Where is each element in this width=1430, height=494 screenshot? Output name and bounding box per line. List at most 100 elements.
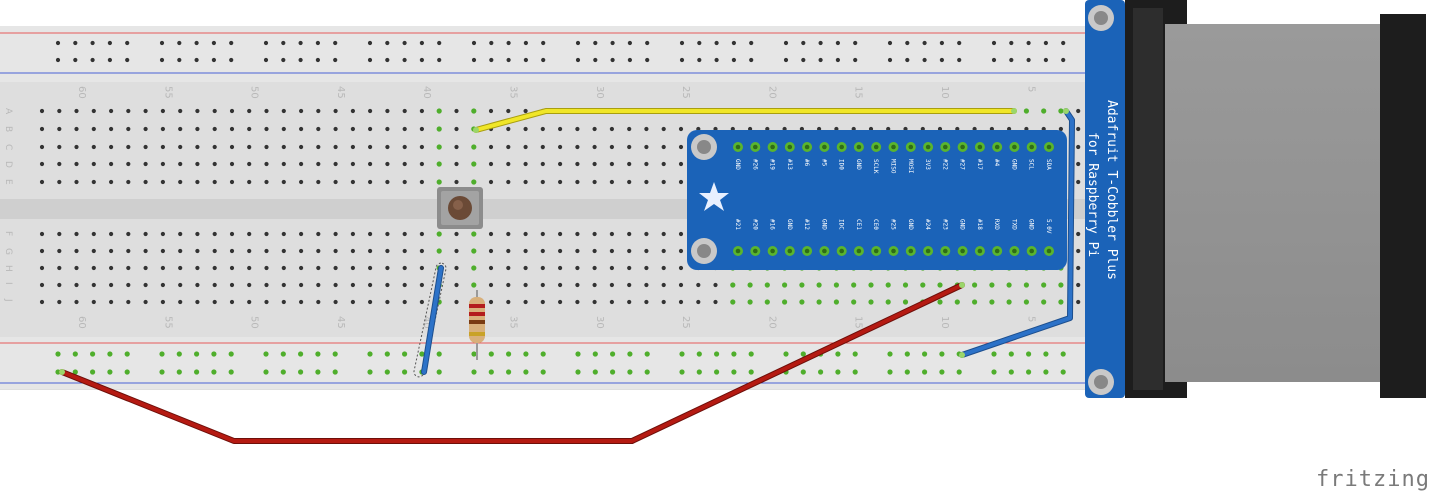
column-number: 25 bbox=[680, 86, 691, 99]
breadboard-hole bbox=[627, 248, 632, 254]
breadboard-hole bbox=[91, 299, 96, 305]
breadboard-hole bbox=[1076, 282, 1081, 288]
breadboard-hole bbox=[368, 108, 373, 114]
breadboard-hole bbox=[195, 126, 200, 132]
breadboard-hole bbox=[39, 265, 45, 271]
breadboard-hole bbox=[299, 126, 304, 132]
rail-hole bbox=[679, 57, 685, 63]
rail-hole bbox=[419, 57, 424, 63]
rail-hole bbox=[333, 40, 338, 46]
breadboard-hole bbox=[178, 248, 183, 254]
breadboard-hole bbox=[143, 108, 148, 114]
breadboard-hole bbox=[402, 231, 407, 237]
breadboard-hole bbox=[713, 282, 718, 288]
breadboard-hole bbox=[558, 231, 563, 237]
breadboard-hole bbox=[419, 248, 424, 254]
rail-hole bbox=[90, 351, 96, 357]
breadboard-hole bbox=[212, 265, 217, 271]
cobbler-pin-label-top: GND bbox=[734, 159, 741, 170]
breadboard-hole bbox=[937, 282, 943, 288]
breadboard-hole bbox=[454, 248, 459, 254]
breadboard-hole bbox=[609, 299, 615, 305]
breadboard-hole bbox=[506, 161, 511, 167]
breadboard-hole bbox=[661, 126, 666, 132]
breadboard-hole bbox=[488, 108, 494, 114]
breadboard-hole bbox=[627, 179, 632, 185]
rail-hole bbox=[610, 369, 616, 375]
rail-hole bbox=[731, 40, 737, 46]
breadboard-hole bbox=[281, 248, 286, 254]
breadboard-hole bbox=[402, 282, 407, 288]
breadboard-hole bbox=[678, 282, 684, 288]
breadboard-hole bbox=[350, 126, 355, 132]
breadboard-hole bbox=[109, 265, 114, 271]
breadboard-hole bbox=[91, 265, 96, 271]
cobbler-pin-label-top: #27 bbox=[959, 159, 966, 170]
column-number: 60 bbox=[76, 86, 87, 99]
breadboard-hole bbox=[419, 179, 424, 185]
rail-hole bbox=[298, 40, 303, 46]
breadboard-hole bbox=[247, 282, 252, 288]
rail-hole bbox=[523, 57, 529, 63]
rail-hole bbox=[627, 40, 633, 46]
breadboard-hole bbox=[39, 179, 45, 185]
rail-hole bbox=[489, 57, 494, 63]
rail-hole bbox=[402, 57, 407, 63]
rail-hole bbox=[835, 369, 841, 375]
breadboard-hole bbox=[333, 231, 338, 237]
rail-hole bbox=[176, 369, 182, 375]
row-letter: B bbox=[3, 126, 13, 132]
column-number: 20 bbox=[766, 316, 777, 329]
rail-hole bbox=[1043, 57, 1048, 63]
rail-hole bbox=[280, 351, 286, 357]
breadboard-hole bbox=[575, 126, 580, 132]
rail-hole bbox=[177, 57, 182, 63]
breadboard-hole bbox=[592, 231, 597, 237]
breadboard-hole bbox=[178, 126, 183, 132]
breadboard-hole bbox=[385, 126, 390, 132]
rail-hole bbox=[385, 57, 390, 63]
rail-hole bbox=[956, 369, 962, 375]
rail-hole bbox=[211, 369, 217, 375]
rail-hole bbox=[107, 57, 112, 63]
breadboard-hole bbox=[558, 248, 563, 254]
cobbler-pin-label-top: #22 bbox=[941, 159, 948, 170]
breadboard-hole bbox=[143, 282, 148, 288]
breadboard-hole bbox=[299, 282, 304, 288]
breadboard-hole bbox=[851, 299, 857, 305]
rail-hole bbox=[540, 369, 546, 375]
breadboard-hole bbox=[575, 265, 580, 271]
breadboard-hole bbox=[160, 144, 165, 150]
breadboard-hole bbox=[316, 231, 321, 237]
row-letter: A bbox=[3, 108, 13, 115]
rail-hole bbox=[905, 40, 910, 46]
rail-hole bbox=[73, 57, 78, 63]
breadboard-hole bbox=[333, 299, 338, 305]
breadboard-hole bbox=[368, 144, 373, 150]
breadboard-hole bbox=[540, 231, 545, 237]
rail-hole bbox=[645, 40, 650, 46]
rail-hole bbox=[263, 57, 269, 63]
breadboard-hole bbox=[402, 179, 407, 185]
rail-hole bbox=[1061, 57, 1066, 63]
breadboard-hole bbox=[109, 179, 114, 185]
breadboard-hole bbox=[385, 282, 390, 288]
breadboard-hole bbox=[471, 179, 477, 185]
column-number: 50 bbox=[249, 86, 260, 99]
breadboard-hole bbox=[523, 144, 528, 150]
breadboard-hole bbox=[678, 299, 684, 305]
rail-hole bbox=[922, 369, 928, 375]
rail-hole bbox=[436, 351, 442, 357]
rail-hole bbox=[835, 351, 841, 357]
breadboard-hole bbox=[1058, 282, 1064, 288]
rail-hole bbox=[800, 369, 806, 375]
breadboard-hole bbox=[1076, 231, 1081, 237]
column-number: 30 bbox=[594, 86, 605, 99]
breadboard-hole bbox=[540, 161, 545, 167]
rail-hole bbox=[385, 40, 390, 46]
breadboard-hole bbox=[264, 231, 269, 237]
cobbler-pin-label-top: #26 bbox=[751, 159, 758, 170]
rail-hole bbox=[610, 40, 615, 46]
breadboard-hole bbox=[281, 179, 286, 185]
breadboard-hole bbox=[833, 282, 840, 288]
